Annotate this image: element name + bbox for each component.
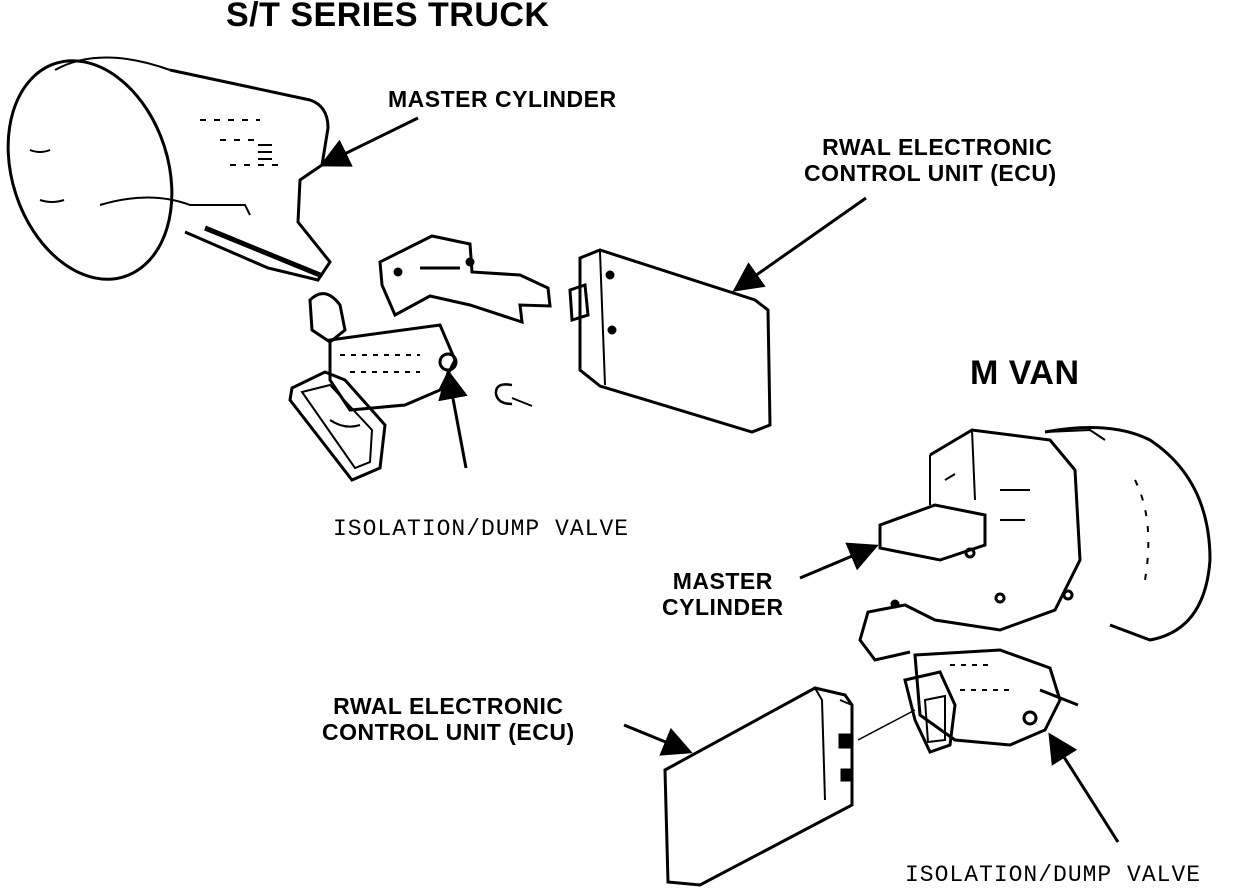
van-valve-arrow <box>1048 732 1120 843</box>
st-master-cylinder-label: MASTER CYLINDER <box>388 86 617 112</box>
st-master-cylinder-arrow <box>319 116 419 167</box>
st-ecu-label: RWAL ELECTRONIC CONTROL UNIT (ECU) <box>804 134 1057 187</box>
van-ecu-arrow <box>623 723 693 756</box>
st-isolation-valve <box>288 292 458 482</box>
van-ecu-label-line1: RWAL ELECTRONIC <box>333 693 564 719</box>
st-bracket <box>378 234 552 325</box>
van-ecu-module <box>663 686 854 887</box>
st-brake-booster <box>6 56 174 281</box>
st-ecu-module <box>568 248 772 434</box>
van-master-cylinder-label: MASTER CYLINDER <box>662 568 784 621</box>
van-ecu-connector-line <box>857 709 916 741</box>
van-master-cylinder-line2: CYLINDER <box>662 594 784 621</box>
van-brake-booster <box>1044 426 1212 642</box>
st-master-cylinder <box>99 68 332 282</box>
st-loose-fitting <box>494 383 533 407</box>
van-ecu-label-line2: CONTROL UNIT (ECU) <box>322 719 575 746</box>
van-master-cylinder-line1: MASTER <box>672 568 773 594</box>
van-ecu-label: RWAL ELECTRONIC CONTROL UNIT (ECU) <box>322 693 575 746</box>
st-ecu-label-line2: CONTROL UNIT (ECU) <box>804 160 1057 187</box>
st-valve-arrow <box>438 369 468 469</box>
st-valve-label: ISOLATION/DUMP VALVE <box>333 516 630 542</box>
van-isolation-valve <box>903 648 1079 754</box>
st-ecu-arrow <box>732 196 867 292</box>
m-van-title: M VAN <box>970 354 1080 392</box>
van-master-cylinder-arrow <box>799 542 879 580</box>
st-ecu-label-line1: RWAL ELECTRONIC <box>822 134 1053 160</box>
van-master-cylinder <box>858 428 1082 662</box>
st-series-truck-title: S/T SERIES TRUCK <box>226 0 550 34</box>
van-valve-label: ISOLATION/DUMP VALVE <box>905 862 1202 888</box>
